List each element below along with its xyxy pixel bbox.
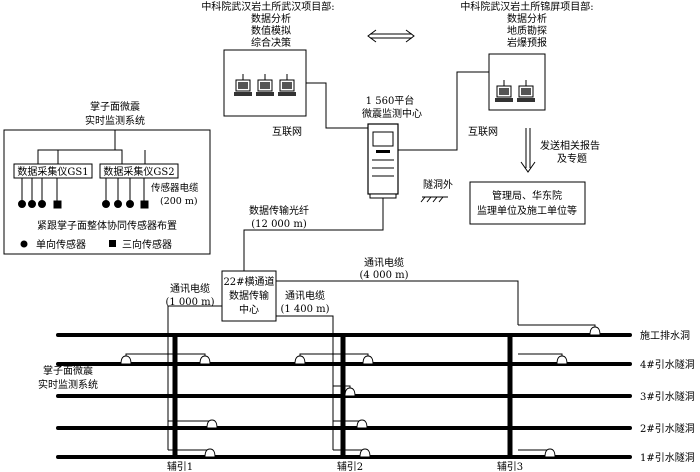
aux-tunnel-label-3: 辅引3 xyxy=(497,460,523,472)
tri-sensor-icon xyxy=(140,200,149,209)
cable-1400-line-2: (1 400 m) xyxy=(280,304,329,315)
uni-sensor-icon xyxy=(126,200,134,208)
aux-tunnel-label-2: 辅引2 xyxy=(337,460,363,472)
legend-uni-sensor-label: 单向传感器 xyxy=(36,238,86,251)
inset-title-line-2: 实时监测系统 xyxy=(85,114,145,127)
legend-tri-sensor-label: 三向传感器 xyxy=(122,238,172,251)
admin-box xyxy=(469,181,586,225)
monitoring-device-icon xyxy=(544,448,556,458)
tunnel-label-4: 4#引水隧洞 xyxy=(640,358,695,371)
sensor-layout-note: 紧跟掌子面整体协同传感器布置 xyxy=(37,219,177,232)
gs1-box xyxy=(13,163,93,179)
admin-box-line-2: 监理单位及施工单位等 xyxy=(477,204,577,217)
legend-tri-sensor-icon xyxy=(109,240,116,247)
sensor-cable-label-line-1: 传感器电缆 xyxy=(151,182,199,194)
wuhan-project-line-2: 数值模拟 xyxy=(251,24,291,37)
transfer-center-box xyxy=(221,270,277,322)
monitoring-device-icon xyxy=(206,419,218,429)
monitoring-device-icon xyxy=(362,355,374,365)
center-label-line-1: 1 560平台 xyxy=(366,94,415,107)
cable-4000-line-2: (4 000 m) xyxy=(359,270,408,281)
gs1-label: 数据采集仪GS1 xyxy=(17,165,88,178)
uni-sensor-icon xyxy=(28,200,36,208)
gs2-sensors xyxy=(102,178,149,209)
internet-connections xyxy=(306,71,489,151)
computer-icon xyxy=(278,74,296,96)
tunnel-label-2: 2#引水隧洞 xyxy=(640,422,695,435)
monitoring-device-icon xyxy=(589,326,601,336)
transfer-center-line-2: 数据传输 xyxy=(229,289,269,302)
inset-tree-lines xyxy=(37,130,146,165)
face-system-label-line-1: 掌子面微震 xyxy=(43,364,93,377)
legend-uni-sensor-icon xyxy=(20,240,28,248)
fiber-label-line-2: (12 000 m) xyxy=(251,219,307,230)
tunnel-label-3: 3#引水隧洞 xyxy=(640,390,695,403)
wuhan-project-line-1: 数据分析 xyxy=(251,12,291,25)
cable-1400-line-1: 通讯电缆 xyxy=(285,289,325,302)
monitoring-device-icon xyxy=(204,448,216,458)
aux-tunnel-label-1: 辅引1 xyxy=(167,460,193,472)
transfer-center-line-3: 中心 xyxy=(239,303,259,316)
send-report-line-2: 及专题 xyxy=(557,152,587,165)
double-arrow-icon xyxy=(367,29,415,43)
center-label-line-2: 微震监测中心 xyxy=(362,107,422,120)
transfer-center-line-1: 22#横通道 xyxy=(223,275,274,288)
monitoring-device-icon xyxy=(199,355,211,365)
aux-tunnels xyxy=(172,335,513,459)
wuhan-project-title: 中科院武汉岩土所武汉项目部: xyxy=(201,0,334,13)
computer-icon xyxy=(517,80,535,102)
jinping-project-title: 中科院武汉岩土所锦屏项目部: xyxy=(460,0,593,13)
tunnel-outside-label: 隧洞外 xyxy=(423,178,453,191)
internet-label-right: 互联网 xyxy=(468,126,498,138)
tri-sensor-icon xyxy=(53,200,62,209)
inset-title-line-1: 掌子面微震 xyxy=(90,100,140,113)
communication-cables xyxy=(167,280,519,450)
computer-icons-jinping xyxy=(495,80,535,102)
gs1-sensors xyxy=(18,178,62,209)
jinping-project-line-1: 数据分析 xyxy=(507,12,547,25)
wuhan-project-label: 中科院武汉岩土所武汉项目部: 数据分析 数值模拟 综合决策 xyxy=(201,0,334,49)
send-report-arrow-icon xyxy=(520,128,536,173)
cable-1000-line-1: 通讯电缆 xyxy=(170,282,210,295)
monitoring-device-icon xyxy=(120,355,132,365)
tunnel-label-drainage: 施工排水洞 xyxy=(640,329,690,342)
internet-label-left: 互联网 xyxy=(272,126,302,138)
uni-sensor-icon xyxy=(102,200,110,208)
computer-icon xyxy=(234,74,252,96)
fiber-connection xyxy=(243,198,384,272)
computer-icon xyxy=(256,74,274,96)
fiber-label-line-1: 数据传输光纤 xyxy=(249,204,309,217)
monitoring-device-icon xyxy=(294,355,306,365)
computer-icons-wuhan xyxy=(234,74,296,96)
computer-icon xyxy=(495,80,513,102)
jinping-project-line-2: 地质勘探 xyxy=(507,24,547,37)
uni-sensor-icon xyxy=(114,200,122,208)
monitoring-devices xyxy=(120,326,601,458)
tunnel-label-1: 1#引水隧洞 xyxy=(640,451,695,464)
face-system-label-line-2: 实时监测系统 xyxy=(38,378,98,391)
admin-box-line-1: 管理局、华东院 xyxy=(492,189,562,202)
wuhan-project-line-3: 综合决策 xyxy=(251,36,291,49)
cable-1000-line-2: (1 000 m) xyxy=(165,297,214,308)
gs2-label: 数据采集仪GS2 xyxy=(103,165,174,178)
monitoring-device-icon xyxy=(556,355,568,365)
device-branches xyxy=(125,324,596,457)
sensor-cable-label-line-2: (200 m) xyxy=(160,196,198,207)
jinping-project-line-3: 岩爆预报 xyxy=(507,36,547,49)
ground-hatch-icon xyxy=(420,196,448,203)
uni-sensor-icon xyxy=(18,200,26,208)
monitoring-device-icon xyxy=(356,419,368,429)
send-report-line-1: 发送相关报告 xyxy=(540,139,600,152)
uni-sensor-icon xyxy=(38,200,46,208)
server-icon xyxy=(367,123,399,199)
monitoring-device-icon xyxy=(344,387,356,397)
cable-4000-line-1: 通讯电缆 xyxy=(364,256,404,269)
jinping-project-label: 中科院武汉岩土所锦屏项目部: 数据分析 地质勘探 岩爆预报 xyxy=(460,0,593,49)
monitoring-device-icon xyxy=(359,448,371,458)
gs2-box xyxy=(99,163,179,179)
